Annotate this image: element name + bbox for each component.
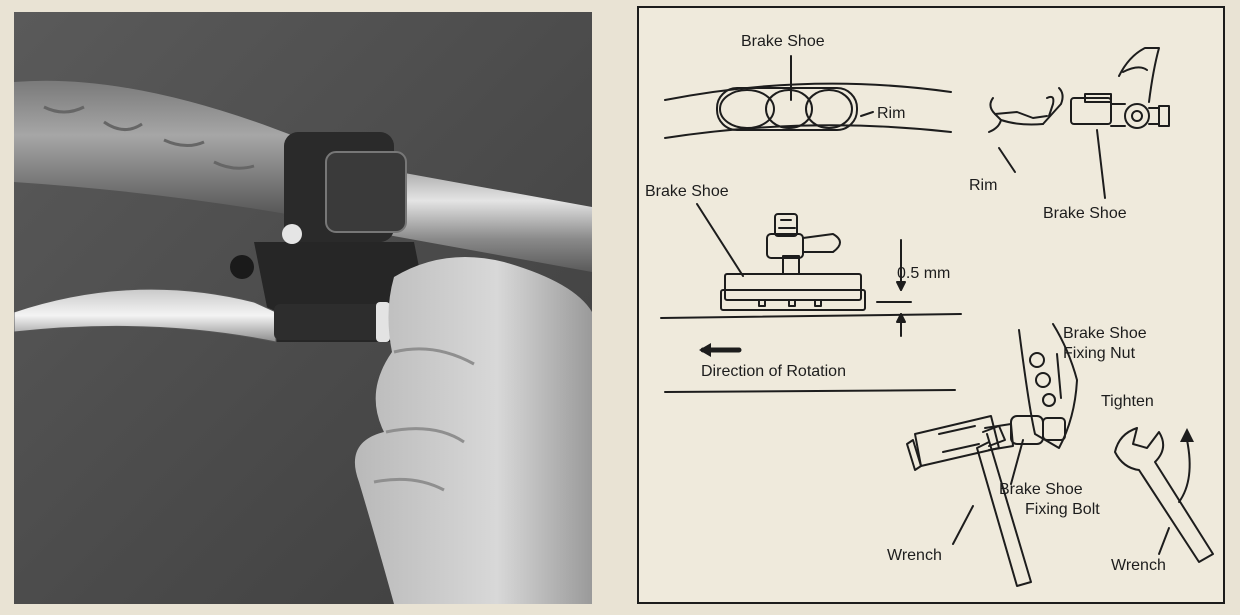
label-wrench-left: Wrench (887, 547, 942, 564)
label-rim-side: Rim (969, 177, 997, 194)
label-fixing-nut-1: Brake Shoe (1063, 325, 1147, 342)
photo-illustration (14, 12, 592, 604)
brake-lever-blade (14, 288, 277, 343)
label-tighten: Tighten (1101, 393, 1154, 410)
label-brake-shoe-mid: Brake Shoe (645, 183, 729, 200)
tighten-arrowhead (1180, 428, 1194, 442)
hand (354, 257, 592, 604)
rim-section-view (988, 47, 1170, 199)
brake-shoe-diagram: Brake Shoe Rim Rim Brake Shoe Brake Shoe (637, 6, 1225, 604)
label-gap: 0.5 mm (897, 265, 950, 282)
label-brake-shoe-top: Brake Shoe (741, 33, 825, 50)
label-fixing-bolt-2: Fixing Bolt (1025, 501, 1100, 518)
label-fixing-bolt-1: Brake Shoe (999, 481, 1083, 498)
brake-lever-photo (14, 12, 592, 604)
label-wrench-right: Wrench (1111, 557, 1166, 574)
label-brake-shoe-side: Brake Shoe (1043, 205, 1127, 222)
shoe-toe-in-view (660, 203, 962, 393)
cable-adjuster (274, 304, 384, 340)
label-rim-top: Rim (877, 105, 905, 122)
label-direction: Direction of Rotation (701, 363, 846, 380)
direction-arrowhead (699, 343, 711, 357)
top-view-shoe-on-rim (664, 55, 952, 139)
handlebar-grip (14, 80, 304, 217)
diagram-drawing: Brake Shoe Rim Rim Brake Shoe Brake Shoe (645, 33, 1214, 587)
label-fixing-nut-2: Fixing Nut (1063, 345, 1136, 362)
tightening-assembly (906, 323, 1214, 587)
